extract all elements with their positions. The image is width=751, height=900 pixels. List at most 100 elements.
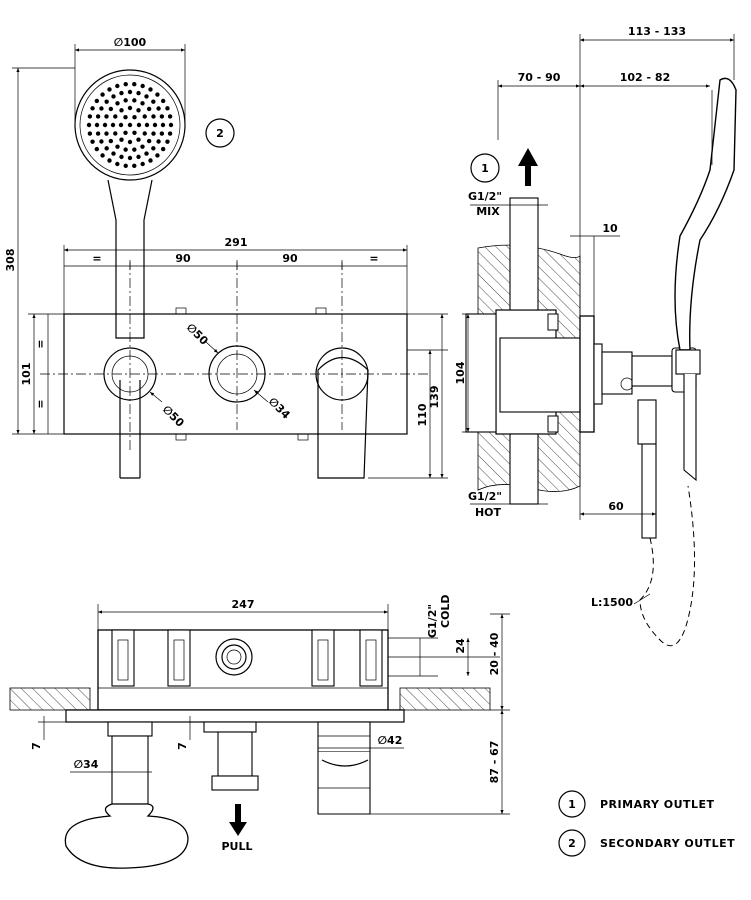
nozzle-dot — [99, 139, 104, 144]
nozzle-dot — [127, 139, 133, 145]
nozzle-dot — [94, 146, 100, 152]
nozzle-dot — [140, 144, 145, 149]
nozzle-dot — [87, 114, 93, 119]
nozzle-dot — [115, 161, 120, 167]
nozzle-dot — [155, 153, 160, 158]
nozzle-dot — [123, 115, 128, 120]
dim-139: 139 — [428, 386, 441, 409]
nozzle-dot — [155, 92, 160, 97]
dim-113-133: 113 - 133 — [628, 25, 686, 38]
nozzle-dot — [156, 139, 161, 144]
nozzle-dot — [113, 131, 118, 136]
dim-7-left: 7 — [30, 742, 43, 750]
callout-secondary-number: 2 — [216, 127, 224, 140]
nozzle-dot — [136, 137, 141, 142]
nozzle-dot — [123, 82, 128, 87]
nozzle-dot — [132, 115, 137, 120]
nozzle-dot — [146, 106, 152, 112]
dim-20-40: 20 - 40 — [488, 632, 501, 675]
handshower-top — [64, 803, 189, 869]
nozzle-dot — [118, 122, 124, 128]
nozzle-dot — [140, 83, 145, 89]
nozzle-dot — [113, 114, 118, 119]
dim-34: ∅34 — [74, 758, 99, 771]
nozzle-dot — [136, 154, 141, 160]
nozzle-dot — [151, 114, 156, 119]
valve-body-top — [97, 629, 389, 711]
legend-label: PRIMARY OUTLET — [600, 798, 715, 811]
mix-label: MIX — [476, 205, 500, 218]
nozzle-dot — [104, 146, 109, 151]
legend-number: 2 — [568, 837, 576, 850]
nozzle-dot — [115, 83, 120, 89]
hot-thread: G1/2" — [468, 490, 502, 503]
nozzle-dot — [132, 130, 137, 135]
dim-60: 60 — [608, 500, 624, 513]
nozzle-dot — [165, 139, 170, 144]
legend-label: SECONDARY OUTLET — [600, 837, 735, 850]
nozzle-dot — [111, 94, 116, 99]
dim-247: 247 — [232, 598, 255, 611]
nozzle-dot — [151, 99, 156, 104]
nozzle-dot — [160, 98, 166, 104]
nozzle-dot — [160, 146, 166, 152]
hose-length: L:1500 — [591, 596, 633, 609]
wall-plate-top — [65, 709, 405, 723]
nozzle-dot — [87, 131, 93, 136]
dim-spacing-right: 90 — [282, 252, 298, 265]
nozzle-dot — [132, 98, 137, 103]
eq-v-top: = — [34, 339, 47, 348]
nozzle-dot — [142, 131, 147, 136]
nozzle-dot — [94, 98, 100, 104]
nozzle-dot — [107, 158, 112, 163]
nozzle-dot — [142, 114, 147, 119]
top-view: PULL 247 G1/2" COLD 24 20 - 40 87 - 67 7 — [9, 594, 510, 869]
nozzle-dot — [95, 131, 101, 136]
mix-thread: G1/2" — [468, 190, 502, 203]
dim-104: 104 — [454, 361, 467, 384]
nozzle-dot — [132, 147, 137, 152]
dim-head-diameter: ∅100 — [114, 36, 147, 49]
nozzle-dot — [136, 90, 141, 96]
nozzle-dot — [127, 122, 133, 128]
front-view: ∅100 308 291 = 90 90 = 101 = = ∅50 ∅50 ∅… — [4, 36, 448, 479]
nozzle-dot — [127, 105, 133, 111]
nozzle-dot — [107, 87, 112, 92]
nozzle-dot — [123, 163, 128, 168]
nozzle-dot — [146, 138, 152, 144]
nozzle-dot — [136, 108, 141, 113]
nozzle-dot — [167, 131, 173, 136]
dim-102-82: 102 - 82 — [620, 71, 671, 84]
nozzle-dot — [144, 151, 149, 156]
nozzle-dot — [123, 130, 128, 135]
dim-42: ∅42 — [378, 734, 403, 747]
nozzle-dot — [132, 163, 137, 168]
nozzle-dot — [144, 94, 149, 99]
nozzle-dot — [119, 154, 124, 160]
nozzle-dot — [127, 89, 133, 95]
nozzle-dot — [110, 122, 116, 128]
nozzle-dot — [167, 114, 173, 119]
nozzle-dot — [119, 108, 124, 113]
nozzle-dot — [168, 122, 174, 128]
nozzle-dot — [111, 151, 116, 156]
nozzle-dot — [123, 98, 128, 103]
nozzle-dot — [152, 122, 158, 128]
eq-v-bottom: = — [34, 399, 47, 408]
legend-item-secondary: 2 SECONDARY OUTLET — [558, 829, 735, 857]
dim-knob-center: ∅50 — [184, 321, 211, 348]
nozzle-dot — [119, 90, 124, 96]
nozzle-dot — [115, 101, 120, 106]
cold-label: COLD — [439, 594, 452, 628]
mixer-lever — [317, 356, 369, 479]
nozzle-dot — [160, 122, 166, 128]
nozzle-dot — [108, 106, 114, 112]
hose — [639, 485, 696, 647]
nozzle-dot — [159, 131, 165, 136]
nozzle-dot — [100, 153, 105, 158]
nozzle-dot — [104, 99, 109, 104]
dim-spacing-left: 90 — [175, 252, 191, 265]
nozzle-dot — [100, 92, 105, 97]
handshower-side — [674, 77, 737, 351]
